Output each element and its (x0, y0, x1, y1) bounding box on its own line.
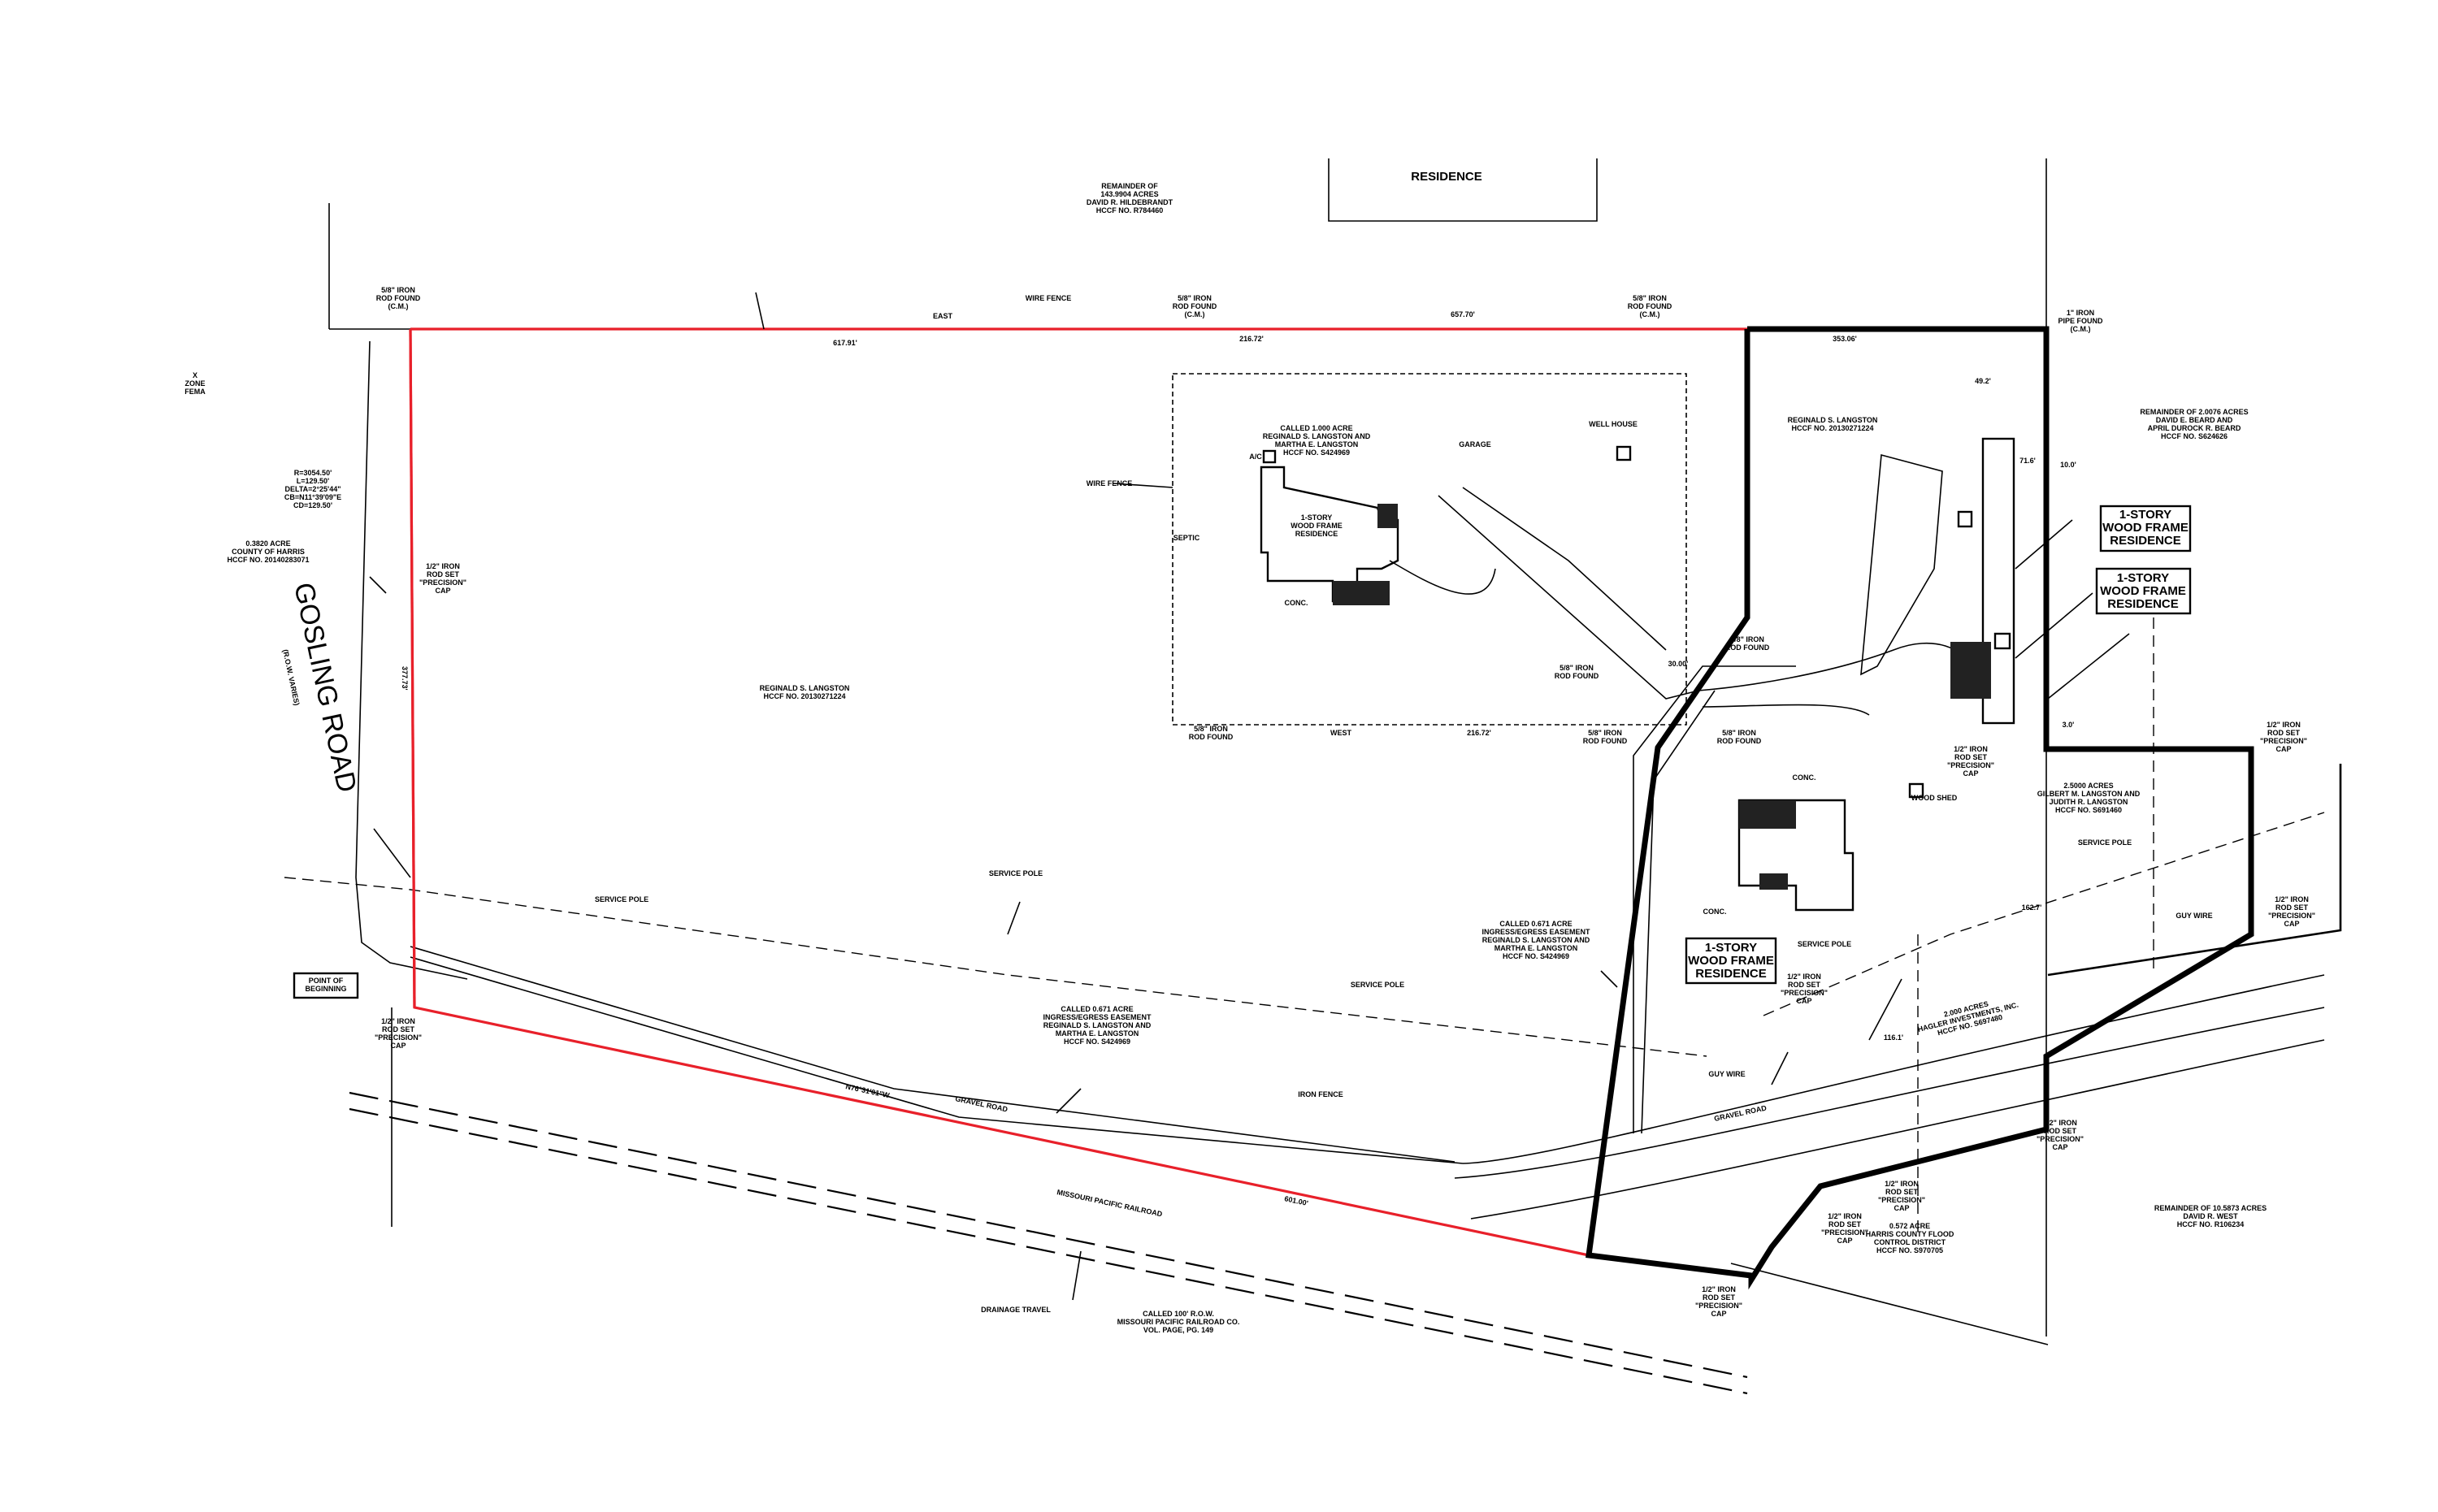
dim-north-line: 617.91' (833, 339, 857, 347)
building-label-6: CONC. (1793, 773, 1816, 782)
util-guy-wire-2: GUY WIRE (2176, 912, 2212, 920)
dim-a: 116.1' (1884, 1033, 1903, 1042)
util-wire-fence-2: WIRE FENCE (1087, 479, 1133, 487)
road-row: (R.O.W. VARIES) (281, 648, 301, 706)
dim-f: 3.0' (2063, 721, 2075, 729)
util-service-pole-3: SERVICE POLE (1351, 981, 1404, 989)
building-label-5: WOOD SHED (1911, 794, 1958, 802)
dim-c: 71.6' (2019, 457, 2036, 465)
dim-gosling-side: 377.73' (401, 666, 409, 691)
building-label-7: A/C (1249, 453, 1262, 461)
dim-bearing-south: N76°31'01"W (845, 1082, 891, 1099)
dim-north-line-3: 657.70' (1451, 310, 1475, 318)
heavy-outline-tract (1586, 326, 2254, 1290)
road-name: GOSLING ROAD (288, 580, 362, 795)
buildings (1260, 437, 2015, 912)
dim-set-back: 30.00' (1668, 660, 1689, 668)
linework (284, 158, 2342, 1395)
surveyed-tract-boundary (409, 327, 1751, 1257)
railroad-label: MISSOURI PACIFIC RAILROAD (1056, 1188, 1164, 1218)
building-label-2: GARAGE (1459, 440, 1491, 448)
curve-label: R=3054.50'L=129.50'DELTA=2°25'44"CB=N11°… (284, 469, 341, 509)
dim-north-line-2: 216.72' (1239, 335, 1264, 343)
railroad-row-label: CALLED 100' R.O.W.MISSOURI PACIFIC RAILR… (1117, 1310, 1240, 1334)
util-service-pole-2: SERVICE POLE (989, 869, 1043, 877)
building-label-8: SEPTIC (1173, 534, 1200, 542)
building-label-3: CONC. (1285, 599, 1308, 607)
utility-annotations: SERVICE POLE SERVICE POLE SERVICE POLE S… (595, 294, 2213, 1314)
dim-d: 49.2' (1975, 377, 1991, 385)
dimension-annotations: 617.91' 216.72' 657.70' 353.06' EAST N76… (401, 310, 2076, 1207)
util-drainage-travel: DRAINAGE TRAVEL (981, 1306, 1051, 1314)
util-service-pole-1: SERVICE POLE (595, 895, 649, 903)
building-label-4: WELL HOUSE (1589, 420, 1638, 428)
building-label-9: CONC. (1703, 908, 1727, 916)
dim-inner-west: 216.72' (1467, 729, 1491, 737)
adjacent-residence-label: RESIDENCE (1411, 170, 1482, 184)
util-service-pole-4: SERVICE POLE (2078, 838, 2132, 847)
leaders (369, 292, 2130, 1301)
util-guy-wire-1: GUY WIRE (1708, 1070, 1745, 1078)
gravel-road-label-1: GRAVEL ROAD (955, 1094, 1009, 1114)
dim-b: 162.7' (2022, 903, 2042, 912)
dim-e: 10.0' (2060, 461, 2076, 469)
util-wire-fence-1: WIRE FENCE (1026, 294, 1072, 302)
dim-bearing-north: EAST (933, 312, 953, 320)
dim-north-line-4: 353.06' (1833, 335, 1857, 343)
util-service-pole-5: SERVICE POLE (1798, 940, 1851, 948)
dim-bearing-inner: WEST (1330, 729, 1352, 737)
houser-tract-label: 2.000 ACRESHAGLER INVESTMENTS, INC.HCCF … (1915, 993, 2021, 1042)
util-iron-fence: IRON FENCE (1298, 1090, 1343, 1098)
